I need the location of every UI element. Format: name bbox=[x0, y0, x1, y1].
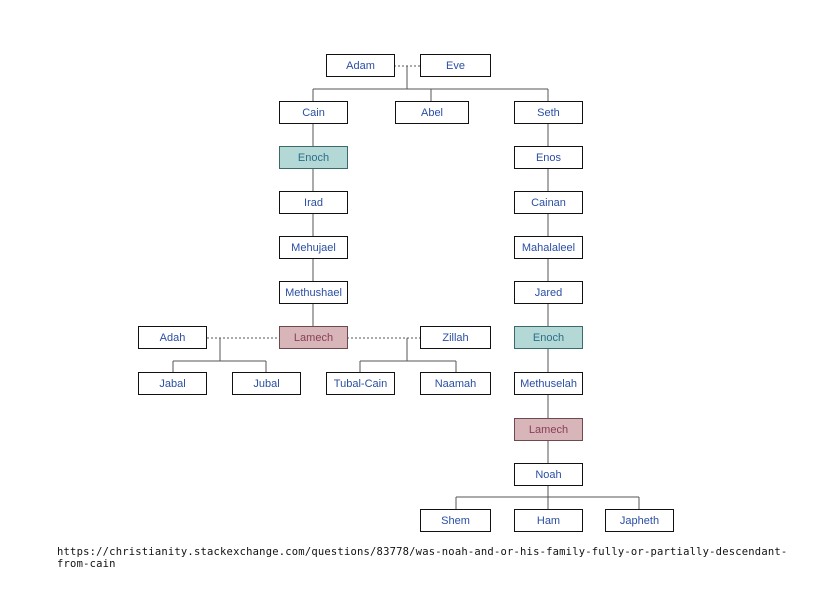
node-methuselah: Methuselah bbox=[514, 372, 583, 395]
node-eve: Eve bbox=[420, 54, 491, 77]
node-mehujael: Mehujael bbox=[279, 236, 348, 259]
node-zillah: Zillah bbox=[420, 326, 491, 349]
node-lamech-cain: Lamech bbox=[279, 326, 348, 349]
node-enoch-seth: Enoch bbox=[514, 326, 583, 349]
node-lamech-seth: Lamech bbox=[514, 418, 583, 441]
node-naamah: Naamah bbox=[420, 372, 491, 395]
node-shem: Shem bbox=[420, 509, 491, 532]
node-noah: Noah bbox=[514, 463, 583, 486]
source-url: https://christianity.stackexchange.com/q… bbox=[57, 546, 788, 570]
node-abel: Abel bbox=[395, 101, 469, 124]
node-irad: Irad bbox=[279, 191, 348, 214]
node-enos: Enos bbox=[514, 146, 583, 169]
node-enoch-cain: Enoch bbox=[279, 146, 348, 169]
node-jared: Jared bbox=[514, 281, 583, 304]
node-cainan: Cainan bbox=[514, 191, 583, 214]
node-cain: Cain bbox=[279, 101, 348, 124]
node-adam: Adam bbox=[326, 54, 395, 77]
node-mahalaleel: Mahalaleel bbox=[514, 236, 583, 259]
node-methushael: Methushael bbox=[279, 281, 348, 304]
node-jabal: Jabal bbox=[138, 372, 207, 395]
node-jubal: Jubal bbox=[232, 372, 301, 395]
node-adah: Adah bbox=[138, 326, 207, 349]
node-tubal-cain: Tubal-Cain bbox=[326, 372, 395, 395]
node-seth: Seth bbox=[514, 101, 583, 124]
node-ham: Ham bbox=[514, 509, 583, 532]
node-japheth: Japheth bbox=[605, 509, 674, 532]
